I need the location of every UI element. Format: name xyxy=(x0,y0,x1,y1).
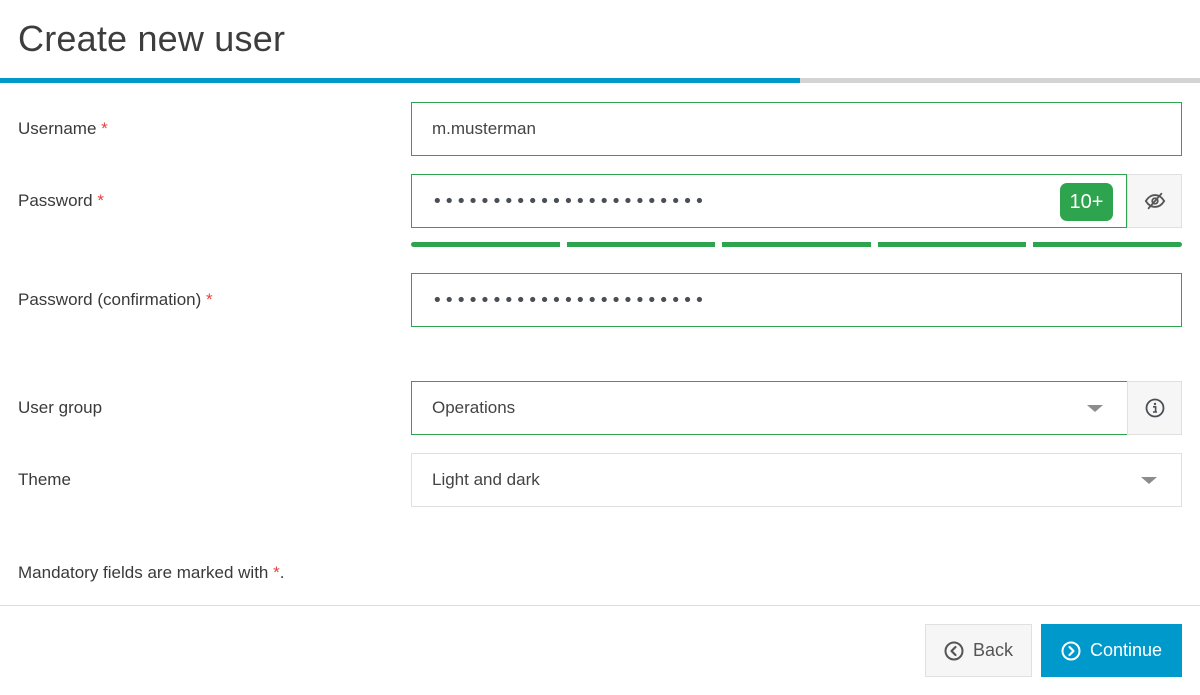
strength-segment xyxy=(1033,242,1182,247)
password-input[interactable]: ••••••••••••••••••••••• 10+ xyxy=(411,174,1127,228)
user-group-label: User group xyxy=(18,398,103,417)
toggle-password-visibility-button[interactable] xyxy=(1127,174,1182,228)
footer-divider xyxy=(0,605,1200,606)
required-marker: * xyxy=(101,119,108,138)
password-confirmation-input[interactable]: ••••••••••••••••••••••• xyxy=(411,273,1182,327)
password-label-text: Password xyxy=(18,191,93,210)
theme-label: Theme xyxy=(18,470,71,489)
user-group-info-button[interactable] xyxy=(1127,381,1182,435)
required-marker: * xyxy=(206,290,213,309)
wizard-progress-fill xyxy=(0,78,800,83)
chevron-down-icon xyxy=(1087,405,1103,412)
user-group-selected-value: Operations xyxy=(432,398,516,417)
user-group-select[interactable]: Operations xyxy=(411,381,1128,435)
chevron-down-icon xyxy=(1141,477,1157,484)
strength-segment xyxy=(411,242,560,247)
theme-selected-value: Light and dark xyxy=(432,470,540,489)
password-confirmation-masked-value: ••••••••••••••••••••••• xyxy=(432,289,707,311)
continue-button[interactable]: Continue xyxy=(1041,624,1182,677)
required-marker: * xyxy=(97,191,104,210)
continue-button-label: Continue xyxy=(1089,640,1163,660)
back-button[interactable]: Back xyxy=(925,624,1032,677)
password-strength-meter xyxy=(411,242,1182,247)
username-label-text: Username xyxy=(18,119,97,138)
eye-slash-icon xyxy=(1144,192,1165,210)
chevron-right-circle-icon xyxy=(1061,641,1081,660)
password-label: Password * xyxy=(18,191,104,211)
password-confirmation-label-text: Password (confirmation) xyxy=(18,290,202,309)
info-circle-icon xyxy=(1145,398,1164,418)
username-label: Username * xyxy=(18,119,108,139)
required-marker: * xyxy=(273,563,280,582)
username-value: m.musterman xyxy=(432,119,536,138)
back-button-label: Back xyxy=(972,640,1014,660)
strength-segment xyxy=(877,242,1027,247)
chevron-left-circle-icon xyxy=(944,641,964,660)
strength-segment xyxy=(722,242,871,247)
strength-segment xyxy=(566,242,716,247)
password-confirmation-label: Password (confirmation) * xyxy=(18,290,213,310)
password-masked-value: ••••••••••••••••••••••• xyxy=(432,190,707,212)
note-text: Mandatory fields are marked with xyxy=(18,563,274,582)
note-suffix: . xyxy=(279,563,285,582)
mandatory-fields-note: Mandatory fields are marked with *. xyxy=(18,563,284,583)
theme-select[interactable]: Light and dark xyxy=(411,453,1182,507)
password-strength-badge: 10+ xyxy=(1060,183,1113,221)
username-input[interactable]: m.musterman xyxy=(411,102,1182,156)
page-title: Create new user xyxy=(18,18,286,59)
wizard-progress-bar xyxy=(0,78,1200,83)
